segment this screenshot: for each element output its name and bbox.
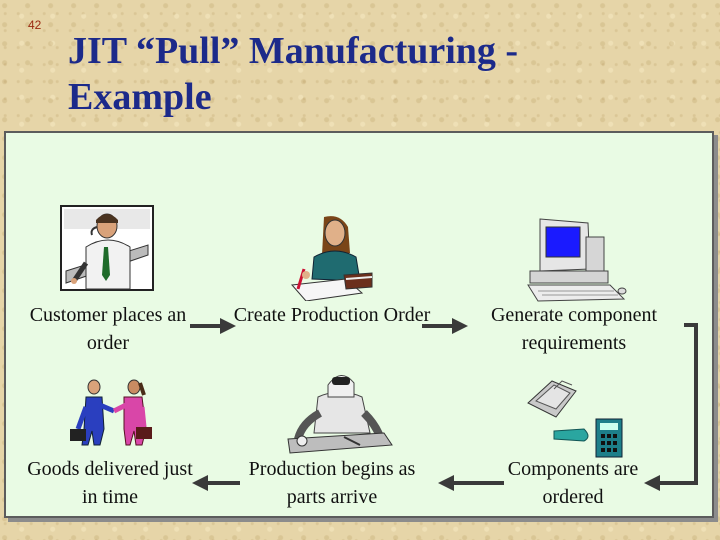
call-center-agent-icon [60,205,154,291]
step-customer-places-order: Customer places an order [29,304,187,354]
flow-connectors [190,318,698,491]
slide-number: 42 [28,18,42,32]
content-panel: Customer places an order Create Producti… [4,131,714,518]
technician-icon [287,375,393,454]
fax-machine-icon [527,380,577,418]
slide-title: JIT “Pull” Manufacturing - Example [68,30,519,118]
step-goods-delivered: Goods delivered just in time [27,458,193,508]
arrow-generate-to-ordered [644,323,698,491]
step-components-ordered: Components are ordered [507,458,639,508]
clerk-writing-icon [290,216,373,301]
step-production-begins: Production begins as parts arrive [248,458,416,508]
step-generate-component-requirements: Generate component requirements [490,304,658,354]
telephone-icon [553,418,623,458]
computer-icon [527,218,627,302]
business-handshake-icon [70,379,152,446]
step-create-production-order: Create Production Order [233,304,431,326]
